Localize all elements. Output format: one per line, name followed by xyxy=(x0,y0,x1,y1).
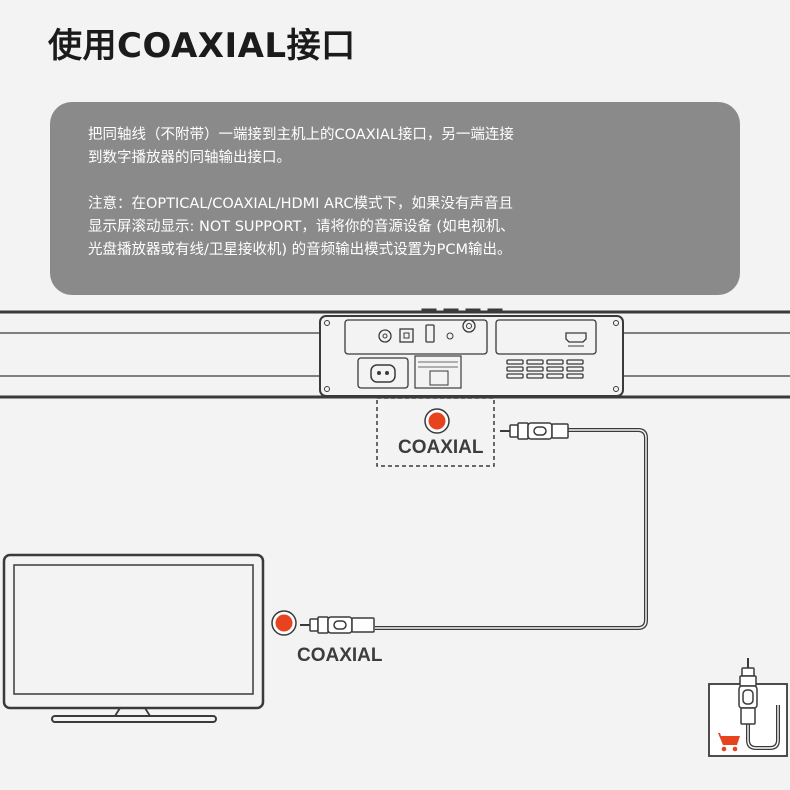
page-title: 使用COAXIAL接口 xyxy=(48,26,356,66)
note-line: 注意：在OPTICAL/COAXIAL/HDMI ARC模式下，如果没有声音且 xyxy=(88,196,513,212)
power-socket-icon xyxy=(370,364,396,383)
tv-coaxial-port xyxy=(271,610,297,636)
coaxial-callout-box xyxy=(376,397,495,467)
hdmi-port-icon xyxy=(565,332,587,347)
tv-icon xyxy=(2,553,265,723)
note-line: 把同轴线（不附带）一端接到主机上的COAXIAL接口，另一端连接 xyxy=(88,127,514,143)
coaxial-cable xyxy=(375,428,648,630)
shopping-cart-icon xyxy=(712,733,740,752)
instruction-note: 把同轴线（不附带）一端接到主机上的COAXIAL接口，另一端连接 到数字播放器的… xyxy=(50,102,740,295)
soundbar-back-panel xyxy=(319,308,624,397)
note-line: 到数字播放器的同轴输出接口。 xyxy=(88,150,291,166)
rca-plug-icon xyxy=(300,616,375,634)
rca-plug-icon xyxy=(500,422,569,440)
note-line: 光盘播放器或有线/卫星接收机) 的音频输出模式设置为PCM输出。 xyxy=(88,242,512,258)
tv-coaxial-label: COAXIAL xyxy=(297,645,383,666)
note-line: 显示屏滚动显示: NOT SUPPORT，请将你的音源设备 (如电视机、 xyxy=(88,219,515,235)
soundbar-coaxial-label: COAXIAL xyxy=(398,437,484,458)
vent-grille xyxy=(506,359,584,379)
soundbar-coaxial-port xyxy=(424,408,450,434)
product-thumbnail xyxy=(708,658,788,757)
